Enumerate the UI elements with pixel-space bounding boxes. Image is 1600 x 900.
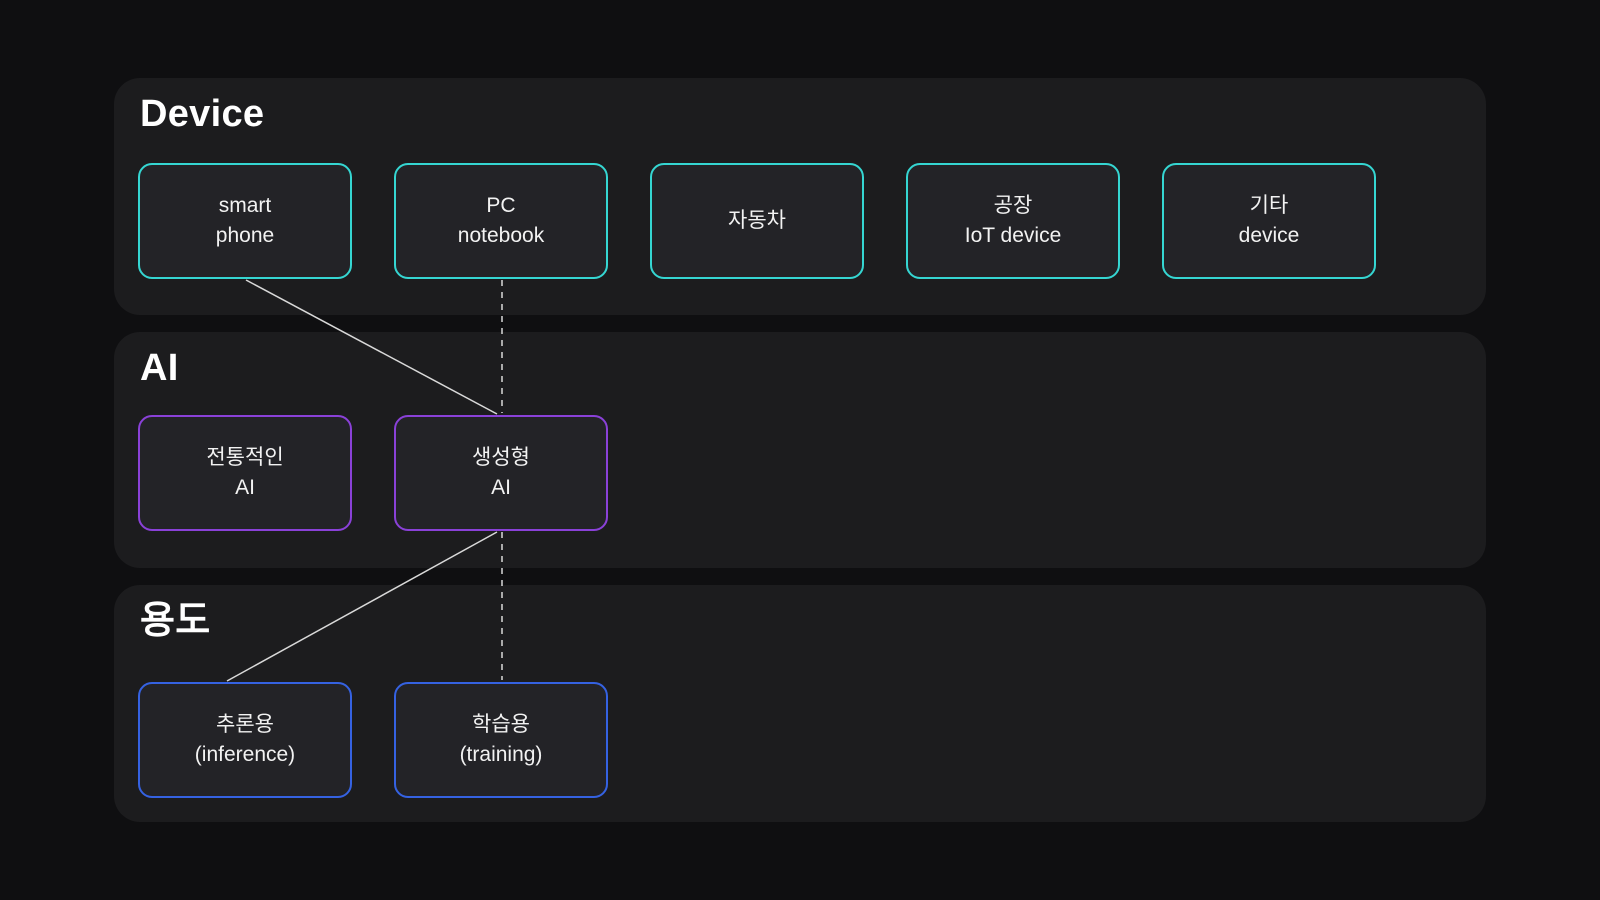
box-label: 기타 xyxy=(1249,194,1289,217)
box-label: 학습용 xyxy=(472,713,530,736)
box-label: (training) xyxy=(459,743,543,766)
box-label: AI xyxy=(491,476,511,499)
box-label: phone xyxy=(215,224,275,247)
box-factory-iot-device: 공장 IoT device xyxy=(906,163,1120,279)
box-label: notebook xyxy=(457,224,545,247)
box-label: IoT device xyxy=(964,224,1062,247)
box-other-device: 기타 device xyxy=(1162,163,1376,279)
box-label: device xyxy=(1238,224,1300,247)
box-label: smart xyxy=(218,194,272,217)
box-label: 생성형 xyxy=(472,446,530,469)
device-section-title: Device xyxy=(140,93,265,135)
box-generative-ai: 생성형 AI xyxy=(394,415,608,531)
box-label: 공장 xyxy=(993,194,1033,217)
box-label: 전통적인 xyxy=(206,446,284,469)
usage-section-title: 용도 xyxy=(140,600,211,642)
box-traditional-ai: 전통적인 AI xyxy=(138,415,352,531)
box-label: (inference) xyxy=(194,743,296,766)
box-label: 자동차 xyxy=(728,209,786,232)
box-pc-notebook: PC notebook xyxy=(394,163,608,279)
box-label: 추론용 xyxy=(216,713,274,736)
box-label: AI xyxy=(235,476,255,499)
box-inference: 추론용 (inference) xyxy=(138,682,352,798)
box-training: 학습용 (training) xyxy=(394,682,608,798)
ai-section-title: AI xyxy=(140,347,179,389)
box-label: PC xyxy=(486,194,516,217)
box-smart-phone: smart phone xyxy=(138,163,352,279)
box-car: 자동차 xyxy=(650,163,864,279)
